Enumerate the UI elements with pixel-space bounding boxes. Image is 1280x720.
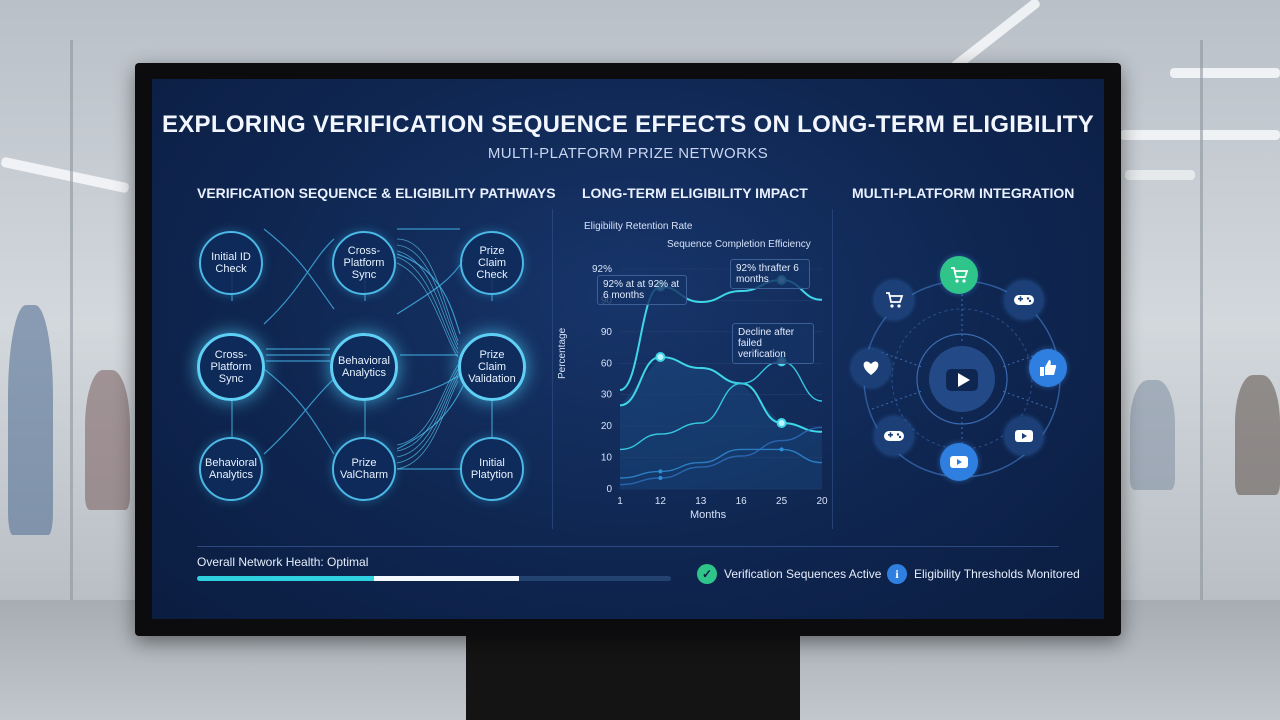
chart-y-tick: 92%: [592, 264, 612, 275]
chart-area-fill: [620, 357, 822, 489]
flow-node-prize-claim-check[interactable]: Prize Claim Check: [460, 231, 524, 295]
chart-series-line: [619, 426, 823, 486]
chart-y-axis-label: Percentage: [557, 327, 568, 379]
gamepad-icon[interactable]: [1005, 281, 1043, 319]
person-silhouette: [8, 305, 53, 535]
chart-title: Eligibility Retention Rate: [584, 221, 693, 232]
play-icon[interactable]: [940, 443, 978, 481]
footer-divider: [197, 546, 1059, 547]
flow-node-behavioral-analytics-2[interactable]: Behavioral Analytics: [199, 437, 263, 501]
ceiling-light: [0, 156, 130, 194]
chart-point: [658, 476, 663, 480]
chart-annotation: 92% thrafter 6 months: [730, 259, 810, 289]
status-verification: ✓ Verification Sequences Active: [697, 564, 881, 584]
thumbs-up-icon[interactable]: [1029, 349, 1067, 387]
cart-icon[interactable]: [875, 281, 913, 319]
ceiling-light: [1170, 68, 1280, 78]
network-health-label: Overall Network Health: Optimal: [197, 555, 369, 569]
chart-point: [776, 418, 787, 428]
chart-x-tick: 25: [776, 496, 788, 507]
chart-x-tick: 20: [816, 496, 828, 507]
chart-point: [779, 447, 784, 452]
section-divider: [552, 209, 553, 529]
network-health-progress: [197, 576, 671, 581]
chart-y-tick: 60: [601, 358, 613, 369]
glass-partition: [70, 40, 73, 630]
network-health-progress-fill: [197, 576, 520, 581]
section-divider: [832, 209, 833, 529]
flow-node-initial-platytion[interactable]: Initial Platytion: [460, 437, 524, 501]
play-icon[interactable]: [1005, 417, 1043, 455]
chart-point: [658, 469, 663, 474]
flow-node-prize-claim-validation[interactable]: Prize Claim Validation: [458, 333, 526, 401]
flow-node-cross-platform-sync[interactable]: Cross-Platform Sync: [332, 231, 396, 295]
chart-point: [655, 352, 666, 362]
chart-y-tick: 0: [606, 484, 612, 495]
person-silhouette: [1130, 380, 1175, 490]
display-monitor: EXPLORING VERIFICATION SEQUENCE EFFECTS …: [135, 63, 1121, 636]
chart-subtitle: Sequence Completion Efficiency: [667, 239, 811, 250]
person-silhouette: [1235, 375, 1280, 495]
gamepad-icon[interactable]: [875, 417, 913, 455]
chart-x-tick: 1: [617, 496, 623, 507]
chart-series-line: [619, 448, 823, 479]
chart-y-tick: 20: [601, 421, 613, 432]
monitor-stand: [466, 628, 800, 720]
person-silhouette: [85, 370, 130, 510]
ceiling-light: [948, 0, 1042, 73]
glass-partition: [1200, 40, 1203, 630]
heart-icon[interactable]: [852, 349, 890, 387]
dashboard-subtitle: MULTI-PLATFORM PRIZE NETWORKS: [487, 145, 769, 162]
flow-node-prize-valcharm[interactable]: Prize ValCharm: [332, 437, 396, 501]
check-icon: ✓: [697, 564, 717, 584]
chart-annotation: Decline after failed verification: [732, 323, 814, 364]
dashboard-title: EXPLORING VERIFICATION SEQUENCE EFFECTS …: [161, 111, 1095, 138]
flow-node-behavioral-analytics[interactable]: Behavioral Analytics: [330, 333, 398, 401]
status-eligibility: i Eligibility Thresholds Monitored: [887, 564, 1080, 584]
chart-y-tick: 10: [601, 453, 613, 464]
info-icon: i: [887, 564, 907, 584]
flow-node-initial-id-check[interactable]: Initial ID Check: [199, 231, 263, 295]
chart-y-tick: 30: [601, 390, 613, 401]
chart-x-axis-label: Months: [690, 509, 727, 521]
section-title-integration: MULTI-PLATFORM INTEGRATION: [852, 185, 1075, 201]
cart-icon[interactable]: [940, 256, 978, 294]
chart-x-tick: 13: [695, 496, 707, 507]
chart-y-tick: 90: [601, 327, 613, 338]
section-title-pathways: VERIFICATION SEQUENCE & ELIGIBILITY PATH…: [197, 185, 556, 201]
chart-x-tick: 12: [655, 496, 667, 507]
chart-x-tick: 16: [736, 496, 748, 507]
chart-annotation: 92% at at 92% at 6 months: [597, 275, 687, 305]
section-title-impact: LONG-TERM ELIGIBILITY IMPACT: [582, 185, 808, 201]
status-eligibility-label: Eligibility Thresholds Monitored: [914, 567, 1080, 581]
status-verification-label: Verification Sequences Active: [724, 567, 882, 581]
ceiling-light: [1125, 170, 1195, 180]
flow-node-cross-platform-sync-2[interactable]: Cross-Platform Sync: [197, 333, 265, 401]
dashboard-screen: EXPLORING VERIFICATION SEQUENCE EFFECTS …: [152, 79, 1104, 619]
